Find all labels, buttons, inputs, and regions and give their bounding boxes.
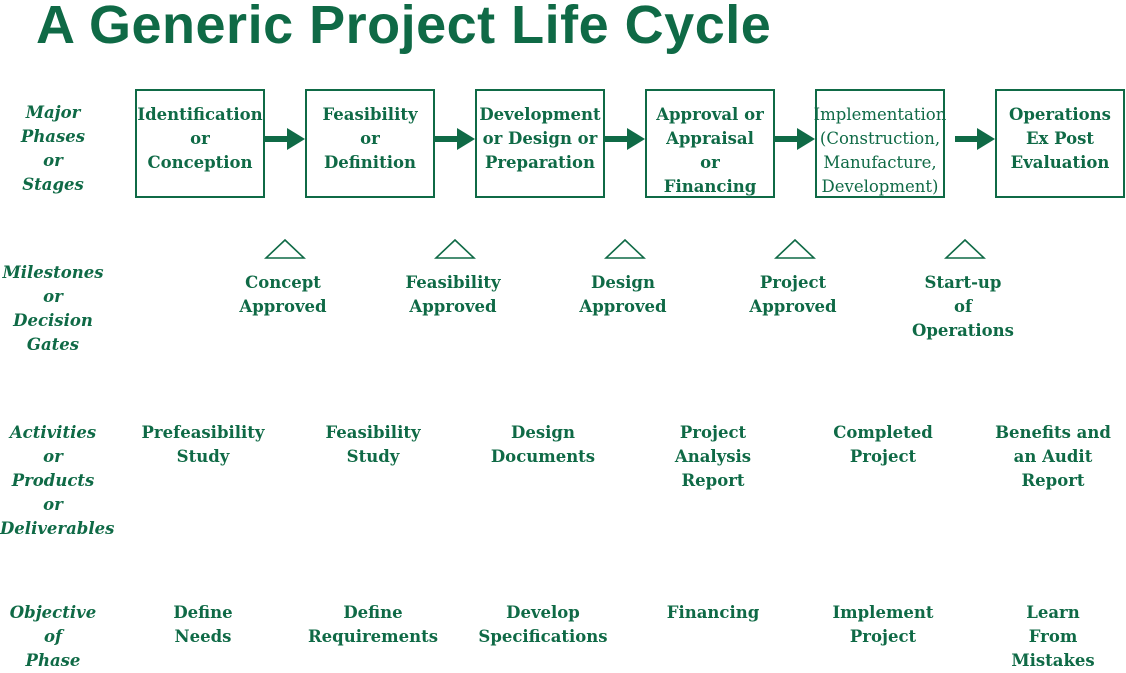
objective-implement-project: Implement Project	[832, 603, 934, 646]
phase-box-implementation: Implementation (Construction, Manufactur…	[814, 89, 946, 198]
objective-financing: Financing	[666, 603, 760, 622]
objective-define-requirements: Define Requirements	[307, 603, 439, 646]
diagram-title: A Generic Project Life Cycle	[36, 0, 772, 55]
row-label-milestones: Milestones or Decision Gates	[2, 263, 104, 354]
milestone-startup-operations: Start-up of Operations	[912, 273, 1014, 340]
phase-box-operations: Operations Ex Post Evaluation	[995, 89, 1125, 198]
row-label-objective: Objective of Phase	[9, 603, 97, 670]
objective-define-needs: Define Needs	[173, 603, 233, 646]
objective-learn-from-mistakes: Learn From Mistakes	[1011, 603, 1095, 670]
phase-arrow-1	[265, 128, 305, 150]
phase-arrow-3	[605, 128, 645, 150]
milestone-triangle-icon	[434, 238, 476, 259]
phase-box-development: Development or Design or Preparation	[475, 89, 605, 198]
milestone-triangle-icon	[944, 238, 986, 259]
deliverable-project-analysis-report: Project Analysis Report	[674, 423, 752, 490]
milestone-feasibility-approved: Feasibility Approved	[405, 273, 501, 316]
deliverable-design-documents: Design Documents	[490, 423, 596, 466]
row-label-activities: Activities or Products or Deliverables	[0, 423, 115, 538]
row-label-phases: Major Phases or Stages	[20, 103, 86, 194]
milestone-triangle-icon	[264, 238, 306, 259]
milestone-project-approved: Project Approved	[749, 273, 837, 316]
phase-box-feasibility: Feasibility or Definition	[305, 89, 435, 198]
objective-develop-specifications: Develop Specifications	[478, 603, 608, 646]
milestone-concept-approved: Concept Approved	[239, 273, 327, 316]
deliverable-benefits-audit-report: Benefits and an Audit Report	[995, 423, 1111, 490]
phase-box-identification: Identification or Conception	[135, 89, 265, 198]
phase-arrow-4	[775, 128, 815, 150]
milestone-triangle-icon	[774, 238, 816, 259]
deliverable-feasibility-study: Feasibility Study	[325, 423, 421, 466]
milestone-design-approved: Design Approved	[579, 273, 667, 316]
deliverable-completed-project: Completed Project	[833, 423, 933, 466]
deliverable-prefeasibility-study: Prefeasibility Study	[141, 423, 265, 466]
milestone-triangle-icon	[604, 238, 646, 259]
phase-box-approval: Approval or Appraisal or Financing	[645, 89, 775, 198]
phase-arrow-5	[955, 128, 995, 150]
phase-arrow-2	[435, 128, 475, 150]
